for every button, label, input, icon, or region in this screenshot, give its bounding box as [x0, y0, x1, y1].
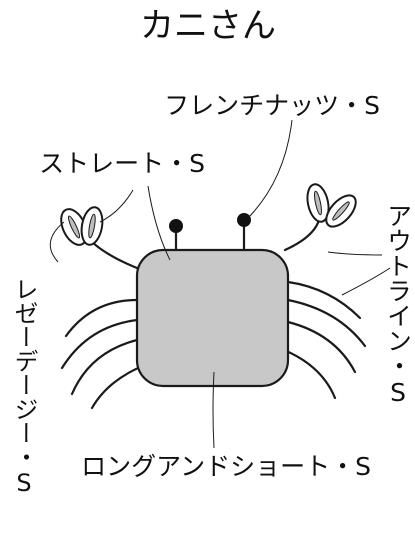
label-outline: アウトライン・S — [384, 203, 413, 407]
right-claw — [306, 183, 357, 228]
crab-claws — [60, 183, 357, 270]
right-eye-knot — [237, 213, 251, 227]
left-claw — [60, 206, 104, 246]
diagram-title: カニさん — [140, 6, 276, 46]
leader-lines — [49, 119, 391, 449]
right-arm — [283, 213, 322, 252]
crab-body — [135, 248, 290, 388]
left-arm — [88, 238, 139, 270]
label-straight: ストレート・S — [39, 149, 205, 178]
left-eye-knot — [169, 219, 183, 233]
label-french-knots: フレンチナッツ・S — [164, 91, 380, 120]
crab-legs — [60, 280, 367, 410]
label-lazy-daisy: レゼーデージー・S — [10, 277, 38, 497]
label-long-and-short: ロングアンドショート・S — [81, 452, 371, 481]
